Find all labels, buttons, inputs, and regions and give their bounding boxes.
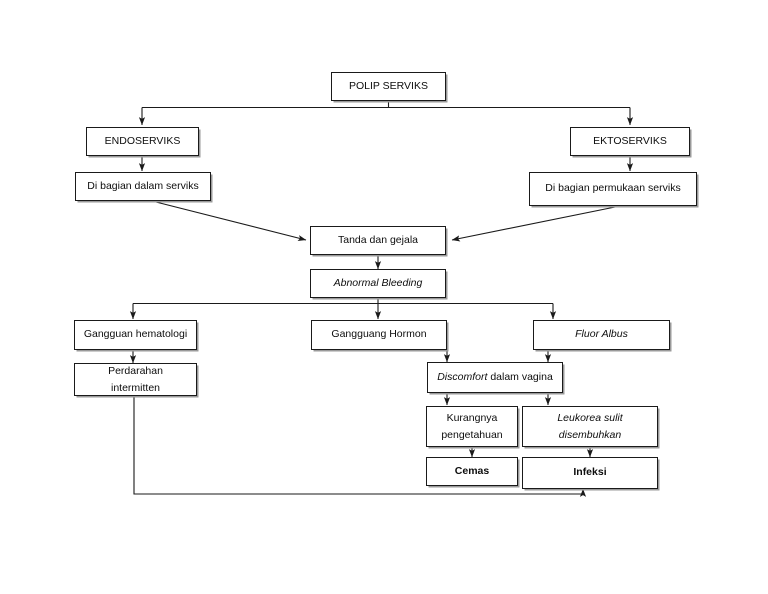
node-discomfort-dalam-vagina-label: Discomfort dalam vagina <box>437 370 553 385</box>
node-infeksi-label: Infeksi <box>573 466 607 479</box>
node-gangguan-hematologi-label: Gangguan hematologi <box>83 328 188 341</box>
edge-permukaan-to-tanda <box>451 204 626 242</box>
node-kurangnya-pengetahuan-line1: Kurangnya <box>446 411 498 424</box>
node-kurangnya-pengetahuan[interactable]: Kurangnya pengetahuan <box>426 406 518 447</box>
node-endoserviks-label: ENDOSERVIKS <box>104 134 181 147</box>
node-di-bagian-dalam-serviks[interactable]: Di bagian dalam serviks <box>75 172 211 201</box>
node-ektoserviks[interactable]: EKTOSERVIKS <box>570 127 690 156</box>
node-gangguang-hormon-label: Gangguang Hormon <box>331 328 427 341</box>
node-leukorea-line2: disembuhkan <box>558 428 622 441</box>
node-tanda-dan-gejala-label: Tanda dan gejala <box>338 233 418 246</box>
node-abnormal-bleeding-label: Abnormal Bleeding <box>333 276 423 289</box>
node-cemas-label: Cemas <box>454 464 490 477</box>
node-perdarahan-intermitten-line2: intermitten <box>110 381 161 394</box>
node-abnormal-bleeding[interactable]: Abnormal Bleeding <box>310 269 446 298</box>
node-infeksi[interactable]: Infeksi <box>522 457 658 489</box>
node-tanda-dan-gejala[interactable]: Tanda dan gejala <box>310 226 446 255</box>
discomfort-regular-part: dalam vagina <box>487 370 553 383</box>
node-fluor-albus-label: Fluor Albus <box>575 328 628 341</box>
discomfort-italic-part: Discomfort <box>437 370 488 383</box>
node-endoserviks[interactable]: ENDOSERVIKS <box>86 127 199 156</box>
node-polip-serviks[interactable]: POLIP SERVIKS <box>331 72 446 101</box>
node-cemas[interactable]: Cemas <box>426 457 518 486</box>
node-di-bagian-permukaan-serviks-label: Di bagian permukaan serviks <box>545 182 681 195</box>
node-kurangnya-pengetahuan-line2: pengetahuan <box>441 428 503 441</box>
node-perdarahan-intermitten[interactable]: Perdarahan intermitten <box>74 363 197 396</box>
node-ektoserviks-label: EKTOSERVIKS <box>593 134 667 147</box>
node-leukorea-sulit-disembuhkan[interactable]: Leukorea sulit disembuhkan <box>522 406 658 447</box>
node-polip-serviks-label: POLIP SERVIKS <box>349 79 428 92</box>
node-discomfort-dalam-vagina[interactable]: Discomfort dalam vagina <box>427 362 563 393</box>
node-fluor-albus[interactable]: Fluor Albus <box>533 320 670 350</box>
node-gangguan-hematologi[interactable]: Gangguan hematologi <box>74 320 197 350</box>
node-di-bagian-permukaan-serviks[interactable]: Di bagian permukaan serviks <box>529 172 697 206</box>
node-gangguang-hormon[interactable]: Gangguang Hormon <box>311 320 447 350</box>
node-leukorea-line1: Leukorea sulit <box>557 411 623 424</box>
node-perdarahan-intermitten-line1: Perdarahan <box>108 364 163 377</box>
node-di-bagian-dalam-serviks-label: Di bagian dalam serviks <box>87 179 199 192</box>
edge-dalam-to-tanda <box>151 200 307 242</box>
